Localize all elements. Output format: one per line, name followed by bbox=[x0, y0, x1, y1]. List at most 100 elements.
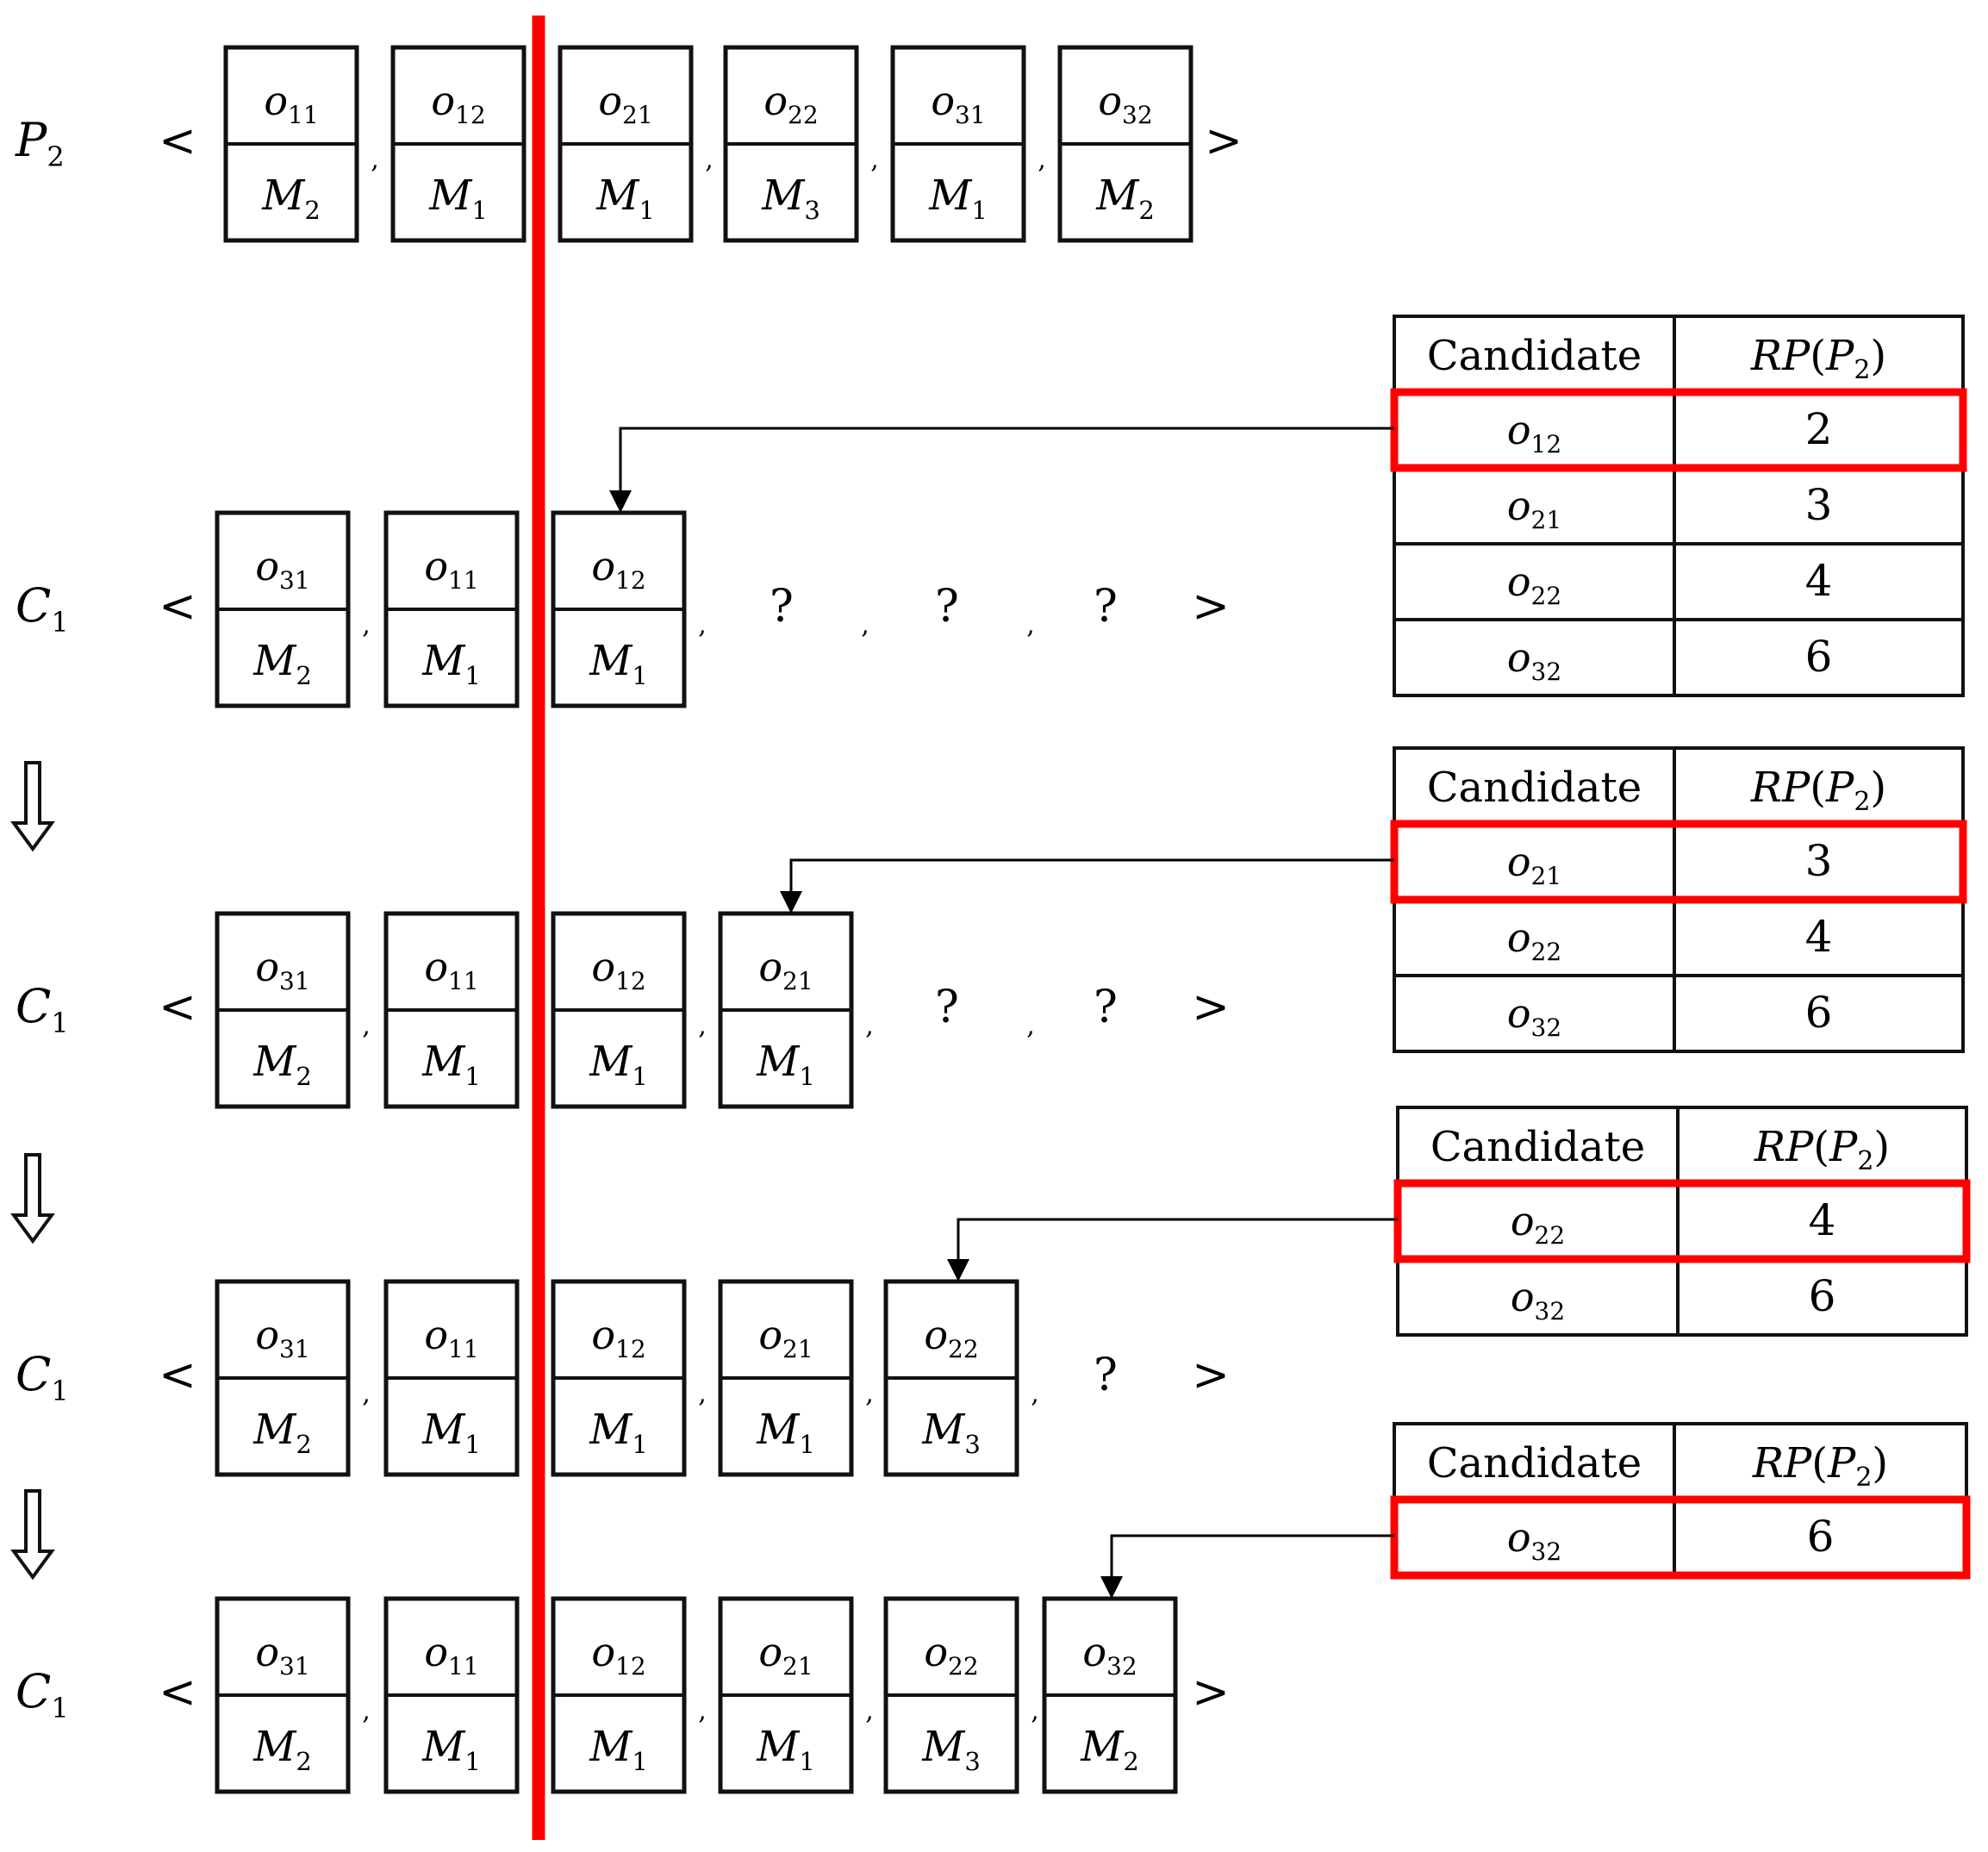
machine-label-sub: 2 bbox=[304, 196, 320, 225]
operation-label-base: o bbox=[255, 1312, 279, 1358]
close-bracket: > bbox=[1192, 1350, 1230, 1401]
machine-label-sub: 2 bbox=[296, 1747, 311, 1776]
arrowhead-icon bbox=[780, 891, 802, 914]
row-label-base: C bbox=[16, 578, 51, 633]
separator-comma: , bbox=[698, 610, 707, 640]
operation-label: o21 bbox=[598, 78, 652, 129]
operation-label-base: o bbox=[424, 1629, 448, 1675]
operation-label-base: o bbox=[924, 1312, 948, 1358]
machine-label: M1 bbox=[589, 1038, 648, 1091]
row-label: C1 bbox=[16, 1347, 69, 1407]
operation-label: o21 bbox=[758, 944, 813, 995]
operation-label: o22 bbox=[924, 1629, 978, 1681]
rp-arg-sub: 2 bbox=[1857, 1146, 1873, 1176]
operation-label-sub: 12 bbox=[615, 566, 646, 595]
candidate-operation: o22 bbox=[1507, 914, 1561, 966]
machine-label-base: M bbox=[252, 637, 297, 685]
connector-line bbox=[619, 427, 1394, 494]
candidate-rp-value: 4 bbox=[1805, 912, 1833, 962]
candidate-operation: o32 bbox=[1507, 990, 1561, 1042]
candidate-operation-sub: 22 bbox=[1531, 938, 1562, 966]
row-label-sub: 1 bbox=[51, 1375, 68, 1407]
candidate-rp-value: 2 bbox=[1805, 404, 1833, 454]
machine-label-sub: 3 bbox=[964, 1430, 980, 1459]
operation-label-base: o bbox=[758, 1629, 782, 1675]
unknown-slot: ? bbox=[1094, 581, 1118, 633]
operation-label-sub: 12 bbox=[615, 1652, 646, 1681]
separator-comma: , bbox=[705, 145, 714, 175]
operation-label-base: o bbox=[424, 1312, 448, 1358]
machine-label-base: M bbox=[421, 1406, 466, 1454]
operation-label-base: o bbox=[758, 1312, 782, 1358]
operation-label-base: o bbox=[255, 543, 279, 589]
rp-name: RP bbox=[1750, 764, 1810, 812]
down-double-arrow-icon bbox=[10, 1489, 55, 1581]
candidate-operation-sub: 22 bbox=[1531, 582, 1562, 610]
row-label-sub: 2 bbox=[47, 140, 64, 173]
operation-label-base: o bbox=[931, 78, 955, 124]
operation-label: o12 bbox=[591, 1629, 645, 1681]
row-label: C1 bbox=[16, 1664, 69, 1724]
rp-close-paren: ) bbox=[1870, 764, 1886, 812]
rp-arg: P bbox=[1827, 1439, 1856, 1487]
separator-comma: , bbox=[698, 1696, 707, 1726]
operation-label: o32 bbox=[1082, 1629, 1137, 1681]
operation-label-sub: 11 bbox=[448, 1335, 479, 1363]
candidate-rp-value: 6 bbox=[1805, 632, 1833, 682]
rp-open-paren: ( bbox=[1810, 332, 1826, 380]
machine-label-sub: 2 bbox=[1123, 1747, 1138, 1776]
open-bracket: < bbox=[159, 982, 196, 1033]
candidate-operation-base: o bbox=[1507, 1514, 1531, 1561]
machine-label-base: M bbox=[761, 171, 806, 220]
separator-comma: , bbox=[371, 145, 379, 175]
machine-label: M1 bbox=[421, 1038, 481, 1091]
machine-label-base: M bbox=[921, 1406, 966, 1454]
separator-comma: , bbox=[1026, 1011, 1035, 1041]
rp-close-paren: ) bbox=[1873, 1123, 1890, 1171]
open-bracket: < bbox=[159, 115, 196, 167]
candidate-rp-value: 4 bbox=[1809, 1195, 1836, 1245]
operation-label-base: o bbox=[763, 78, 788, 124]
candidate-rp-value: 6 bbox=[1809, 1271, 1836, 1321]
machine-label: M1 bbox=[756, 1406, 815, 1459]
rp-arg: P bbox=[1825, 332, 1854, 380]
table-header-rp: RP(P2) bbox=[1750, 764, 1886, 817]
table-header-candidate: Candidate bbox=[1430, 1123, 1645, 1171]
separator-comma: , bbox=[1038, 145, 1046, 175]
operation-label-sub: 31 bbox=[279, 967, 310, 995]
machine-label-base: M bbox=[756, 1038, 801, 1086]
unknown-slot: ? bbox=[935, 581, 959, 633]
row-label-base: C bbox=[16, 1664, 51, 1718]
selected-candidate-highlight bbox=[1390, 820, 1967, 904]
operation-label-base: o bbox=[924, 1629, 948, 1675]
separator-comma: , bbox=[362, 610, 371, 640]
operation-label-base: o bbox=[424, 543, 448, 589]
operation-label-base: o bbox=[255, 944, 279, 990]
row-label-base: C bbox=[16, 979, 51, 1033]
row-label: P2 bbox=[15, 113, 65, 173]
row-label-base: P bbox=[15, 113, 48, 167]
operation-label: o12 bbox=[591, 1312, 645, 1363]
operation-label-sub: 31 bbox=[955, 101, 986, 129]
machine-label-sub: 3 bbox=[964, 1747, 980, 1776]
connector-line bbox=[957, 1218, 1398, 1263]
operation-label: o31 bbox=[255, 944, 309, 995]
separator-comma: , bbox=[870, 145, 879, 175]
operation-label-sub: 31 bbox=[279, 1652, 310, 1681]
separator-comma: , bbox=[1031, 1696, 1039, 1726]
separator-comma: , bbox=[698, 1379, 707, 1409]
machine-label-base: M bbox=[589, 1038, 633, 1086]
operation-label-sub: 21 bbox=[782, 967, 813, 995]
machine-label: M1 bbox=[428, 171, 488, 225]
candidate-rp-value: 6 bbox=[1807, 1512, 1835, 1562]
operation-label: o12 bbox=[591, 543, 645, 595]
operation-label-sub: 32 bbox=[1122, 101, 1153, 129]
operation-label-sub: 21 bbox=[622, 101, 653, 129]
candidate-rp-value: 3 bbox=[1805, 836, 1833, 886]
machine-label-sub: 1 bbox=[632, 661, 647, 690]
operation-label-sub: 11 bbox=[448, 1652, 479, 1681]
machine-label-base: M bbox=[261, 171, 306, 220]
row-label-base: C bbox=[16, 1347, 51, 1401]
